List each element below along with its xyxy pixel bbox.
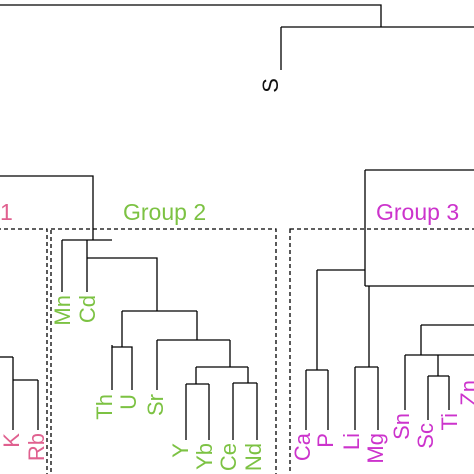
leaf-label-Nd: Nd <box>241 443 266 471</box>
leaf-label-Li: Li <box>339 433 364 450</box>
leaf-label-U: U <box>116 394 141 410</box>
leaf-label-Ce: Ce <box>216 443 241 471</box>
root-branch <box>0 4 382 27</box>
leaf-label-P: P <box>313 433 338 448</box>
leaf-label-Sn: Sn <box>389 413 414 440</box>
group-boxes <box>0 228 474 474</box>
leaf-label-S: S <box>258 78 283 93</box>
leaf-label-K: K <box>0 433 24 448</box>
group2-box <box>50 228 277 474</box>
group2-sub <box>87 257 158 263</box>
group3-title: Group 3 <box>376 199 459 225</box>
leaf-label-Th: Th <box>92 394 117 420</box>
leaf-label-Yb: Yb <box>192 443 217 470</box>
dendrogram-branches <box>0 4 474 440</box>
leaf-label-Mn: Mn <box>50 295 75 326</box>
leaf-label-Sc: Sc <box>413 423 438 449</box>
group1-title: 1 <box>0 199 13 225</box>
leaf-label-Y: Y <box>168 443 193 458</box>
group1-box <box>0 228 48 474</box>
leaf-label-Ca: Ca <box>290 432 315 461</box>
leaf-label-Cd: Cd <box>75 295 100 323</box>
leaf-label-Zn: Zn <box>456 380 474 406</box>
leaf-label-Rb: Rb <box>24 433 49 461</box>
th-u-bracket <box>111 345 133 390</box>
group2-title: Group 2 <box>123 199 206 225</box>
group3-box <box>289 228 474 474</box>
leaf-label-Sr: Sr <box>143 394 168 416</box>
leaf-label-Mg: Mg <box>363 433 388 464</box>
group12-branch <box>0 175 94 240</box>
leaf-label-Ti: Ti <box>437 413 462 431</box>
